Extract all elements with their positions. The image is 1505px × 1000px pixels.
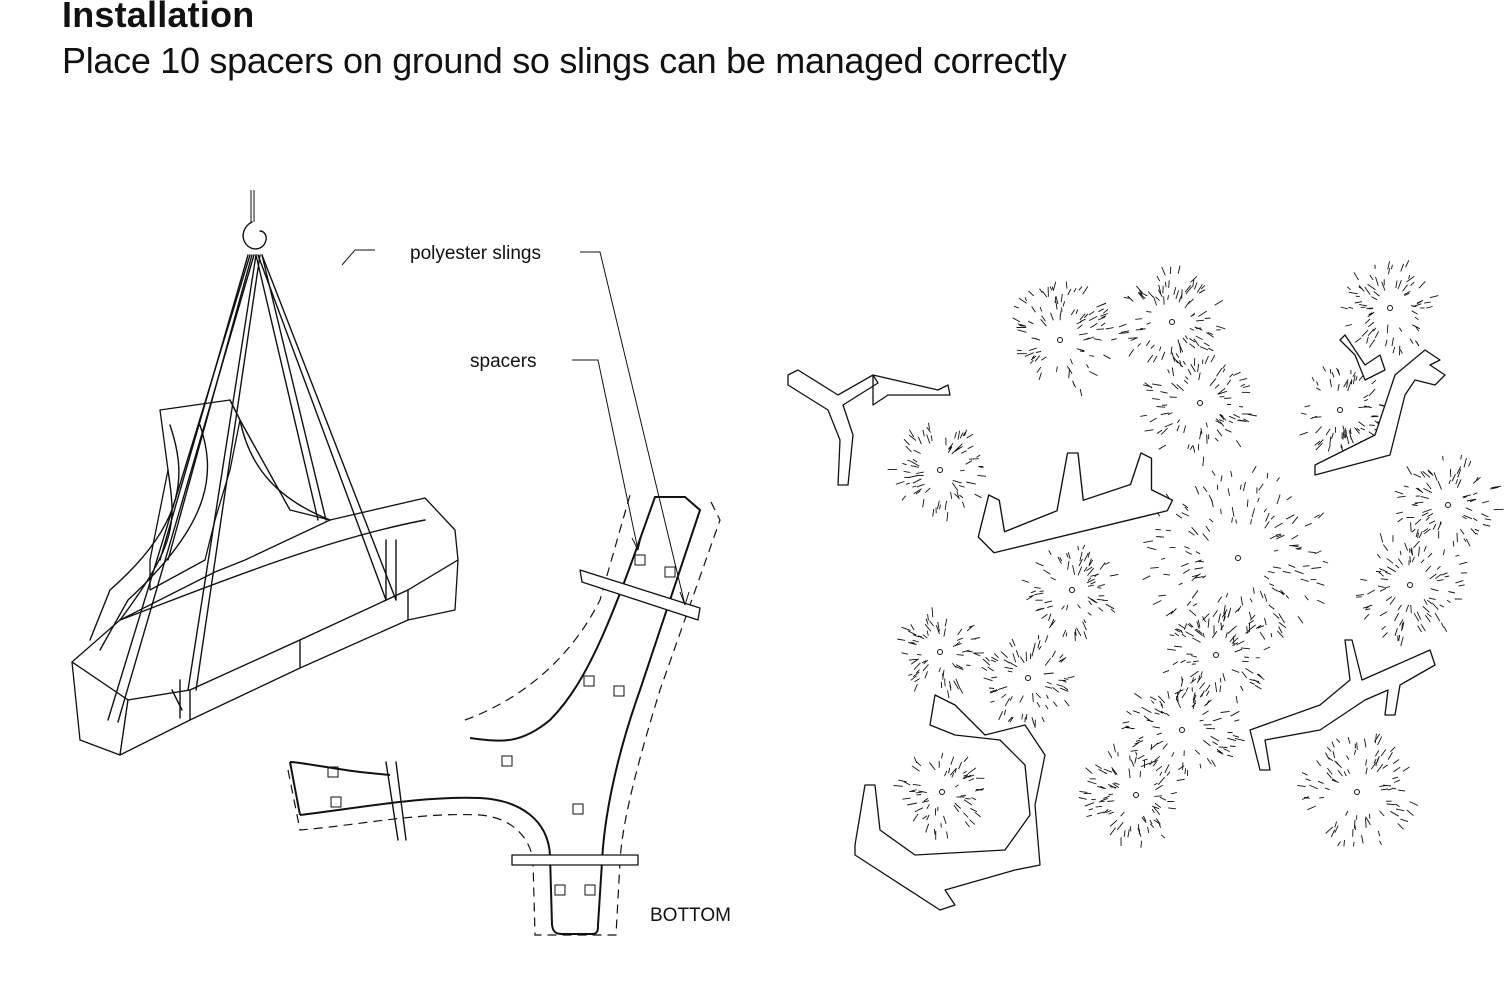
shrub-icon [1118, 265, 1226, 377]
plan-layout [787, 260, 1504, 911]
bench-side-face [119, 559, 459, 756]
spacer-marker [327, 766, 339, 778]
slings-leader-line [580, 251, 686, 606]
shrub-icon [1121, 675, 1245, 785]
bench-plan-icon [977, 452, 1174, 554]
polyester-slings-flat [385, 569, 701, 866]
shrub-icon [1140, 343, 1257, 467]
lifted-bench-isometric [71, 190, 459, 756]
shrub-icon [1394, 454, 1504, 556]
spacer-marker [584, 884, 596, 896]
shrub-icon [981, 634, 1075, 728]
label-bottom: BOTTOM [650, 905, 731, 926]
shrub-icon [897, 607, 984, 699]
polyester-slings-lifted [107, 254, 397, 723]
shrub-icon [1012, 281, 1117, 397]
spacer-marker [634, 554, 646, 566]
spacer-marker [501, 755, 513, 767]
bench-plan-icon [854, 694, 1046, 911]
shrub-icon [1299, 366, 1392, 455]
spacer-marker [554, 884, 566, 896]
bench-plan-icon [1314, 334, 1446, 476]
bench-plan-icon [1249, 639, 1436, 771]
bench-bottom-view [287, 251, 721, 936]
shrub-icon [1078, 743, 1185, 848]
shrub-icon [1142, 465, 1329, 646]
spacers-leader-line [572, 359, 639, 551]
shrub-icon [1356, 522, 1468, 647]
spacer-marker [664, 566, 676, 578]
spacers-group [327, 554, 676, 896]
shrub-icon [893, 752, 985, 840]
shrub-icon [1340, 260, 1439, 356]
spacer-marker [613, 685, 625, 697]
spacer-marker [572, 803, 584, 815]
shrub-icon [1297, 733, 1419, 847]
bench-plan-icon [787, 369, 951, 486]
bench-outline [289, 761, 391, 776]
slings-leader-line-left [341, 249, 375, 266]
label-polyester-slings: polyester slings [410, 243, 541, 264]
shrub-icon [1021, 544, 1119, 642]
label-spacers: spacers [470, 351, 537, 372]
spacer-marker [330, 796, 342, 808]
crane-hook-icon [242, 221, 267, 250]
bench-back-arm [149, 399, 241, 591]
page-subtitle: Place 10 spacers on ground so slings can… [62, 40, 1067, 81]
page-title: Installation [62, 0, 255, 35]
shrub-icon [1162, 605, 1271, 706]
shrub-icon [887, 422, 987, 522]
spacer-marker [583, 675, 595, 687]
